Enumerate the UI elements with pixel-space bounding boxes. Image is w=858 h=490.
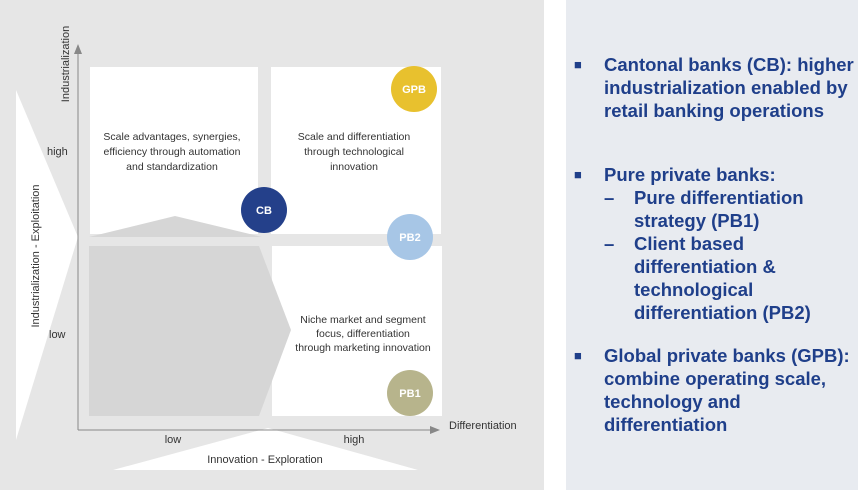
sub-bullet-pb1: – Pure differentiation strategy (PB1) bbox=[604, 186, 854, 232]
quadrant-top-right-line-2: through technological bbox=[304, 146, 404, 158]
strategy-matrix: Industrialization Differentiation Indust… bbox=[16, 26, 517, 470]
bottom-arrow-shape bbox=[113, 428, 418, 470]
quadrant-top-left-line-3: and standardization bbox=[126, 161, 218, 173]
bullet-pure-private-banks: ■ Pure private banks: – Pure differentia… bbox=[574, 163, 854, 324]
quadrant-bottom-right-line-1: Niche market and segment bbox=[300, 314, 426, 326]
dash-bullet-icon: – bbox=[604, 233, 615, 254]
quadrant-bottom-left bbox=[89, 246, 259, 416]
quadrant-bottom-right-line-3: through marketing innovation bbox=[295, 342, 431, 354]
bullet-pure-private-banks-text: Pure private banks: bbox=[604, 164, 776, 185]
dash-bullet-icon: – bbox=[604, 187, 615, 208]
bubble-pb1 bbox=[387, 370, 433, 416]
quadrant-top-left-line-1: Scale advantages, synergies, bbox=[103, 131, 240, 143]
x-bottom-label: Innovation - Exploration bbox=[207, 454, 323, 466]
left-arrow-shape bbox=[16, 90, 78, 440]
bullet-global-private-banks: ■ Global private banks (GPB): combine op… bbox=[574, 344, 854, 436]
y-axis-arrowhead bbox=[74, 44, 82, 54]
inner-right-arrow bbox=[259, 246, 291, 416]
bubble-cb bbox=[241, 187, 287, 233]
square-bullet-icon: ■ bbox=[574, 167, 582, 182]
quadrant-top-left bbox=[90, 67, 258, 234]
y-side-label: Industrialization - Exploitation bbox=[30, 184, 42, 327]
quadrant-top-left-line-2: efficiency through automation bbox=[104, 146, 241, 158]
quadrant-bottom-right-line-2: focus, differentiation bbox=[316, 328, 410, 340]
quadrant-top-right-line-1: Scale and differentiation bbox=[298, 131, 411, 143]
x-axis-arrowhead bbox=[430, 426, 440, 434]
text-panel bbox=[566, 0, 858, 490]
bubble-pb2 bbox=[387, 214, 433, 260]
bubble-pb2-label: PB2 bbox=[399, 232, 420, 244]
sub-bullet-pb1-text: Pure differentiation strategy (PB1) bbox=[634, 187, 804, 231]
quadrant-top-right-line-3: innovation bbox=[330, 161, 378, 173]
square-bullet-icon: ■ bbox=[574, 348, 582, 363]
bullet-cantonal-banks-text: Cantonal banks (CB): higher industrializ… bbox=[604, 54, 854, 121]
x-axis-title: Differentiation bbox=[449, 420, 517, 432]
inner-up-arrow bbox=[89, 216, 262, 237]
bullet-global-private-banks-text: Global private banks (GPB): combine oper… bbox=[604, 345, 850, 435]
y-axis-title: Industrialization bbox=[60, 26, 72, 102]
y-tick-low: low bbox=[49, 329, 66, 341]
sub-bullet-list: – Pure differentiation strategy (PB1) – … bbox=[604, 186, 854, 324]
square-bullet-icon: ■ bbox=[574, 57, 582, 72]
bubble-gpb bbox=[391, 66, 437, 112]
x-tick-low: low bbox=[165, 434, 182, 446]
bubble-pb1-label: PB1 bbox=[399, 388, 420, 400]
bullet-cantonal-banks: ■ Cantonal banks (CB): higher industrial… bbox=[574, 53, 854, 122]
sub-bullet-pb2: – Client based differentiation & technol… bbox=[604, 232, 854, 324]
bubble-cb-label: CB bbox=[256, 205, 272, 217]
y-tick-high: high bbox=[47, 146, 68, 158]
x-tick-high: high bbox=[344, 434, 365, 446]
bubble-gpb-label: GPB bbox=[402, 84, 426, 96]
sub-bullet-pb2-text: Client based differentiation & technolog… bbox=[634, 233, 811, 323]
